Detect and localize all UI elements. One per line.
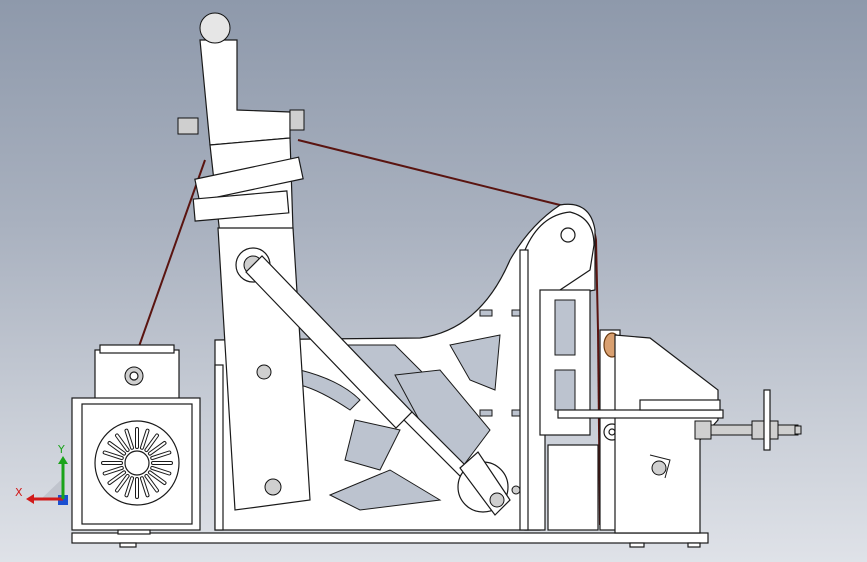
plate-cutout-arc — [299, 369, 361, 411]
fan-slot-inner — [148, 471, 166, 484]
fan-slot-inner — [145, 434, 158, 452]
arm-pivot-bolt — [256, 364, 272, 380]
main-side-plate — [214, 203, 596, 531]
gas-strut — [235, 247, 511, 516]
tab-slot-3 — [479, 409, 493, 417]
arm-clamp — [194, 156, 304, 202]
fan-slot-inner — [103, 451, 123, 460]
fan-slot-inner — [151, 466, 171, 475]
fan-slot-inner — [125, 429, 134, 449]
tension-knob[interactable] — [651, 460, 667, 476]
plate-cutout-4 — [344, 419, 401, 471]
fan-slot-inner — [103, 466, 123, 475]
coordinate-triad: X Y — [15, 443, 68, 505]
motor — [71, 344, 201, 535]
frame-slot-2 — [554, 369, 576, 411]
frame-slot-1 — [554, 299, 576, 356]
tab-slot-1 — [479, 309, 493, 317]
base-plate — [71, 532, 709, 548]
fan-slot-inner — [151, 451, 171, 460]
arm-bolt-left[interactable] — [177, 117, 199, 135]
adjustment-bolt[interactable] — [694, 389, 802, 451]
fan-slot-inner — [148, 442, 166, 455]
fan-slot-inner — [116, 434, 129, 452]
idler-pivot — [560, 227, 576, 243]
x-axis-label: X — [15, 486, 23, 499]
contact-wheel-assembly — [557, 329, 724, 534]
fan-slot-inner — [125, 477, 134, 497]
plate-cutout-5 — [328, 469, 442, 511]
fan-slots — [101, 427, 173, 499]
plate-cutout-2 — [449, 334, 501, 391]
y-axis-label: Y — [57, 443, 65, 456]
fan-slot-inner — [108, 442, 126, 455]
arm-bolt-right[interactable] — [289, 109, 305, 131]
x-axis-arrowhead — [26, 494, 34, 504]
fan-slot-inner — [116, 474, 129, 492]
arm-lower-bolt — [264, 478, 282, 496]
y-axis-arrowhead — [58, 456, 68, 464]
fan-slot-inner — [140, 429, 149, 449]
fan-slot-inner — [108, 471, 126, 484]
fan-slot-inner — [140, 477, 149, 497]
arm-knob[interactable] — [199, 12, 231, 44]
work-rest-table — [557, 409, 724, 419]
hardware-bolts — [214, 249, 529, 531]
fan-slot-inner — [145, 474, 158, 492]
